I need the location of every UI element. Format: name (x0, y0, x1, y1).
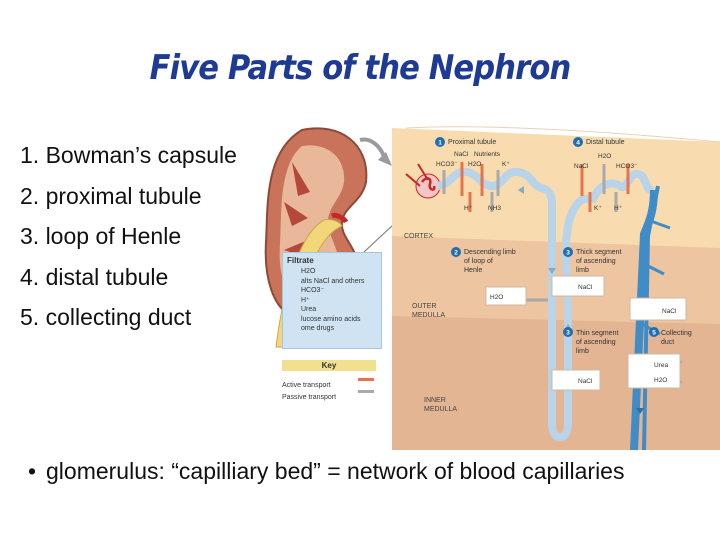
substance-k: K⁺ (502, 161, 510, 168)
bullet-text: glomerulus: “capilliary bed” = network o… (46, 458, 625, 484)
key-title: Key (282, 360, 376, 371)
badge-number: 3 (566, 330, 570, 337)
section-label-descending: Henle (464, 267, 482, 274)
substance-h2o: H2O (468, 161, 481, 168)
section-label-thick: Thick segment (576, 249, 622, 256)
region-label-outer-medulla: OUTER (412, 303, 437, 310)
key-active-label: Active transport (282, 382, 331, 389)
section-label-thin: of ascending (576, 339, 616, 346)
substance-hco3: HCO3⁻ (616, 163, 638, 170)
nephron-diagram: 1 4 2 3 3 5 Proximal tubule Distal tubul… (392, 126, 720, 451)
section-label-thick: limb (576, 267, 589, 274)
section-label-proximal: Proximal tubule (448, 139, 496, 146)
region-label-cortex: CORTEX (404, 233, 433, 240)
substance-nacl: NaCl (578, 378, 593, 385)
region-label-outer-medulla: MEDULLA (412, 312, 445, 319)
section-number-badges (435, 137, 659, 337)
filtrate-item: alts NaCl and others (301, 277, 365, 285)
region-label-inner-medulla: MEDULLA (424, 406, 457, 413)
badge-number: 1 (438, 140, 442, 147)
list-item: 2. proximal tubule (20, 182, 202, 209)
region-label-inner-medulla: INNER (424, 397, 446, 404)
filtrate-item: H⁺ (301, 296, 310, 304)
substance-k: K⁺ (594, 205, 602, 212)
bullet-marker: • (28, 458, 37, 484)
section-label-thin: limb (576, 348, 589, 355)
list-item: 4. distal tubule (20, 263, 169, 290)
substance-nutrients: Nutrients (474, 151, 501, 158)
substance-urea: Urea (654, 362, 668, 369)
filtrate-title: Filtrate (287, 256, 314, 265)
substance-hco3: HCO3⁻ (436, 161, 458, 168)
filtrate-item: lucose amino acids (301, 315, 361, 323)
section-label-descending: Descending limb (464, 249, 516, 256)
page-title: Five Parts of the Nephron (149, 48, 572, 88)
badge-number: 2 (454, 250, 458, 257)
filtrate-item: Urea (301, 306, 317, 313)
section-label-collecting: duct (661, 339, 674, 346)
filtrate-item: HCO3⁻ (301, 287, 325, 294)
section-label-thick: of ascending (576, 258, 616, 265)
filtrate-item: ome drugs (301, 325, 335, 332)
section-label-descending: of loop of (464, 258, 493, 265)
substance-h2o: H2O (654, 377, 667, 384)
section-label-distal: Distal tubule (586, 139, 625, 146)
substance-h2o: H2O (490, 294, 503, 301)
key-passive-label: Passive transport (282, 394, 337, 401)
substance-nh3: NH3 (488, 205, 501, 212)
list-item: 5. collecting duct (20, 304, 192, 330)
substance-nacl: NaCl (454, 151, 469, 158)
list-item: 3. loop of Henle (20, 223, 182, 249)
badge-number: 3 (566, 250, 570, 257)
passive-arrow-icon (358, 390, 374, 393)
glomerulus-note: • glomerulus: “capilliary bed” = network… (28, 455, 628, 487)
active-arrow-icon (358, 378, 374, 381)
substance-nacl: NaCl (578, 284, 593, 291)
substance-nacl: NaCl (662, 308, 677, 315)
substance-h: H⁺ (614, 205, 623, 212)
nephron-parts-list: 1. Bowman’s capsule 2. proximal tubule 3… (20, 135, 237, 338)
substance-nacl: NaCl (574, 163, 589, 170)
filtrate-item: H2O (301, 268, 316, 275)
key-box: Key Active transport Passive transport (282, 360, 376, 402)
substance-h2o: H2O (598, 153, 611, 160)
section-label-collecting: Collecting (661, 330, 692, 337)
badge-number: 4 (576, 140, 580, 147)
section-label-thin: Thin segment (576, 330, 618, 337)
list-item: 1. Bowman’s capsule (20, 142, 237, 168)
filtrate-box: Filtrate H2O alts NaCl and others HCO3⁻ … (282, 252, 382, 349)
badge-number: 5 (652, 330, 656, 337)
substance-h: H⁺ (464, 205, 473, 212)
